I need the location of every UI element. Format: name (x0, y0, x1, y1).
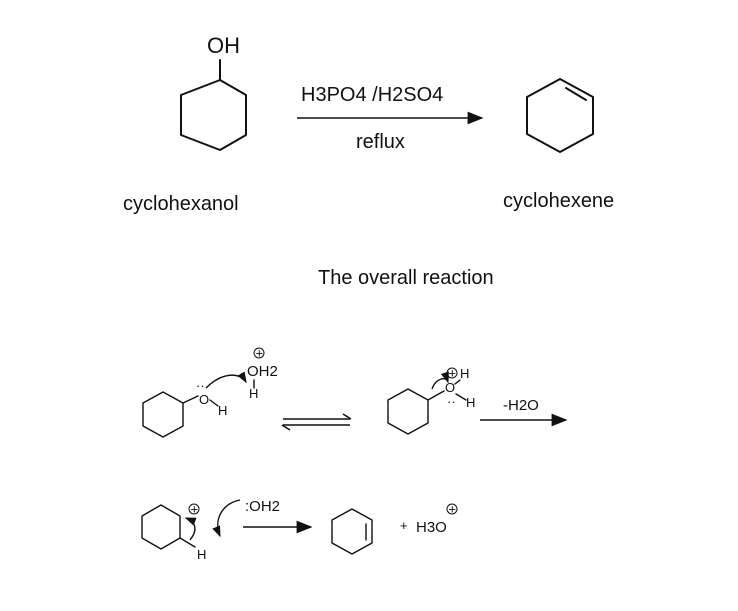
hydronium-byproduct: + H3O + (400, 502, 458, 536)
cyclohexanol-structure: OH (180, 33, 247, 151)
svg-text:+: + (191, 502, 199, 517)
equilibrium-arrows (281, 413, 352, 431)
final-cyclohexene (331, 508, 373, 555)
overall-reaction-arrow: H3PO4 /H2SO4 reflux (297, 84, 484, 153)
alcohol-hydrogen-label: H (218, 403, 227, 418)
water-loss-label: -H2O (503, 397, 539, 414)
svg-text:··: ·· (447, 394, 456, 409)
oxonium-right-hydrogen: H (466, 395, 475, 410)
reagents-label: H3PO4 /H2SO4 (301, 84, 443, 106)
alcohol-oxygen-label: O (199, 392, 209, 407)
hydroxyl-label: OH (207, 33, 240, 58)
svg-text:+: + (449, 366, 457, 381)
oxonium-intermediate: O + H H ·· (387, 366, 475, 435)
cyclohexene-structure (526, 78, 594, 153)
condition-label: reflux (356, 131, 405, 153)
reactant-name: cyclohexanol (123, 193, 239, 215)
water-base-label: :OH2 (245, 498, 280, 515)
svg-text:··: ·· (196, 378, 205, 393)
protonation-step: O ·· H + OH2 H (142, 346, 278, 438)
oxonium-oxygen-label: O (445, 380, 455, 395)
hydronium-label: OH2 (247, 363, 278, 380)
water-loss-arrow: -H2O (480, 397, 568, 427)
overall-caption: The overall reaction (318, 267, 494, 289)
svg-text:+: + (256, 346, 264, 361)
carbocation-step: + H :OH2 (141, 498, 313, 562)
product-name: cyclohexene (503, 190, 614, 212)
plus-sign: + (400, 518, 408, 533)
hydronium-byproduct-label: H3O (416, 519, 447, 536)
svg-text:+: + (449, 502, 457, 517)
oxonium-top-hydrogen: H (460, 366, 469, 381)
acid-hydrogen-label: H (249, 386, 258, 401)
beta-hydrogen-label: H (197, 547, 206, 562)
